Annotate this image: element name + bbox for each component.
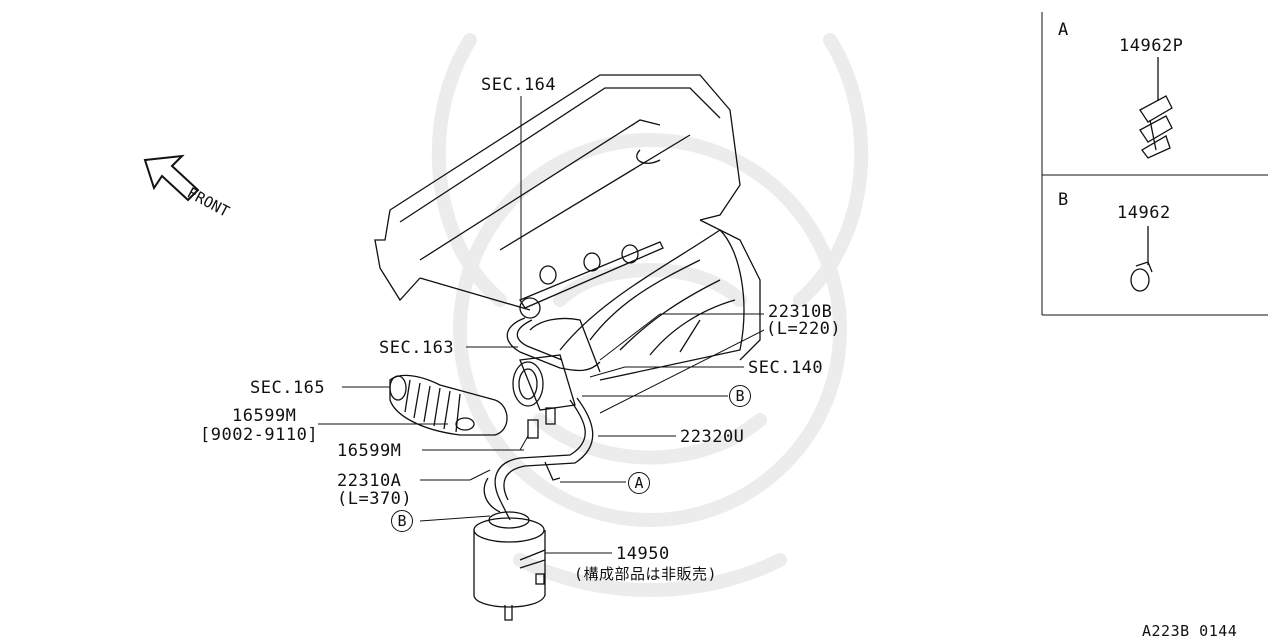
label-22320u: 22320U	[680, 427, 745, 447]
label-16599m-b: 16599M	[337, 441, 402, 461]
label-14950: 14950	[616, 544, 670, 564]
fuel-rail	[519, 241, 664, 319]
label-sec140: SEC.140	[748, 358, 824, 378]
watermark-emblem	[431, 33, 869, 597]
front-arrow-icon	[143, 154, 200, 202]
intake-manifold	[529, 229, 745, 381]
diagram-code: A223B 0144	[1142, 622, 1238, 640]
joint-16599m	[527, 407, 556, 439]
inset-b-letter: B	[1058, 190, 1069, 210]
hose-22320u	[494, 399, 586, 521]
inset-frame	[1041, 12, 1268, 316]
label-sec163: SEC.163	[379, 338, 455, 358]
hose-22310a	[483, 477, 501, 513]
hose-22310b	[506, 317, 601, 372]
label-22310b-len: (L=220)	[766, 319, 842, 339]
label-22310a-len: (L=370)	[337, 489, 413, 509]
label-22310b: 22310B	[768, 302, 833, 322]
clip-14962p-drawing	[1139, 57, 1173, 159]
marker-a: A	[628, 472, 650, 494]
canister-14950	[473, 511, 546, 621]
marker-b-lower: B	[391, 510, 413, 532]
label-sec164: SEC.164	[481, 75, 557, 95]
leader-lines	[318, 96, 765, 554]
label-14950-note: (構成部品は非販売)	[574, 565, 718, 583]
engine-head-outline	[374, 74, 761, 361]
label-16599m-a-range: [9002-9110]	[200, 425, 319, 445]
marker-b-upper: B	[729, 385, 751, 407]
label-22310a: 22310A	[337, 471, 402, 491]
clip-14962-drawing	[1130, 226, 1153, 292]
label-16599m-a: 16599M	[232, 406, 297, 426]
air-duct-16599m	[389, 374, 508, 436]
front-label: FRONT	[184, 184, 232, 221]
inset-a-part: 14962P	[1119, 36, 1184, 56]
inset-b-part: 14962	[1117, 203, 1171, 223]
label-sec165: SEC.165	[250, 378, 326, 398]
inset-a-letter: A	[1058, 20, 1069, 40]
throttle-body	[512, 354, 576, 411]
